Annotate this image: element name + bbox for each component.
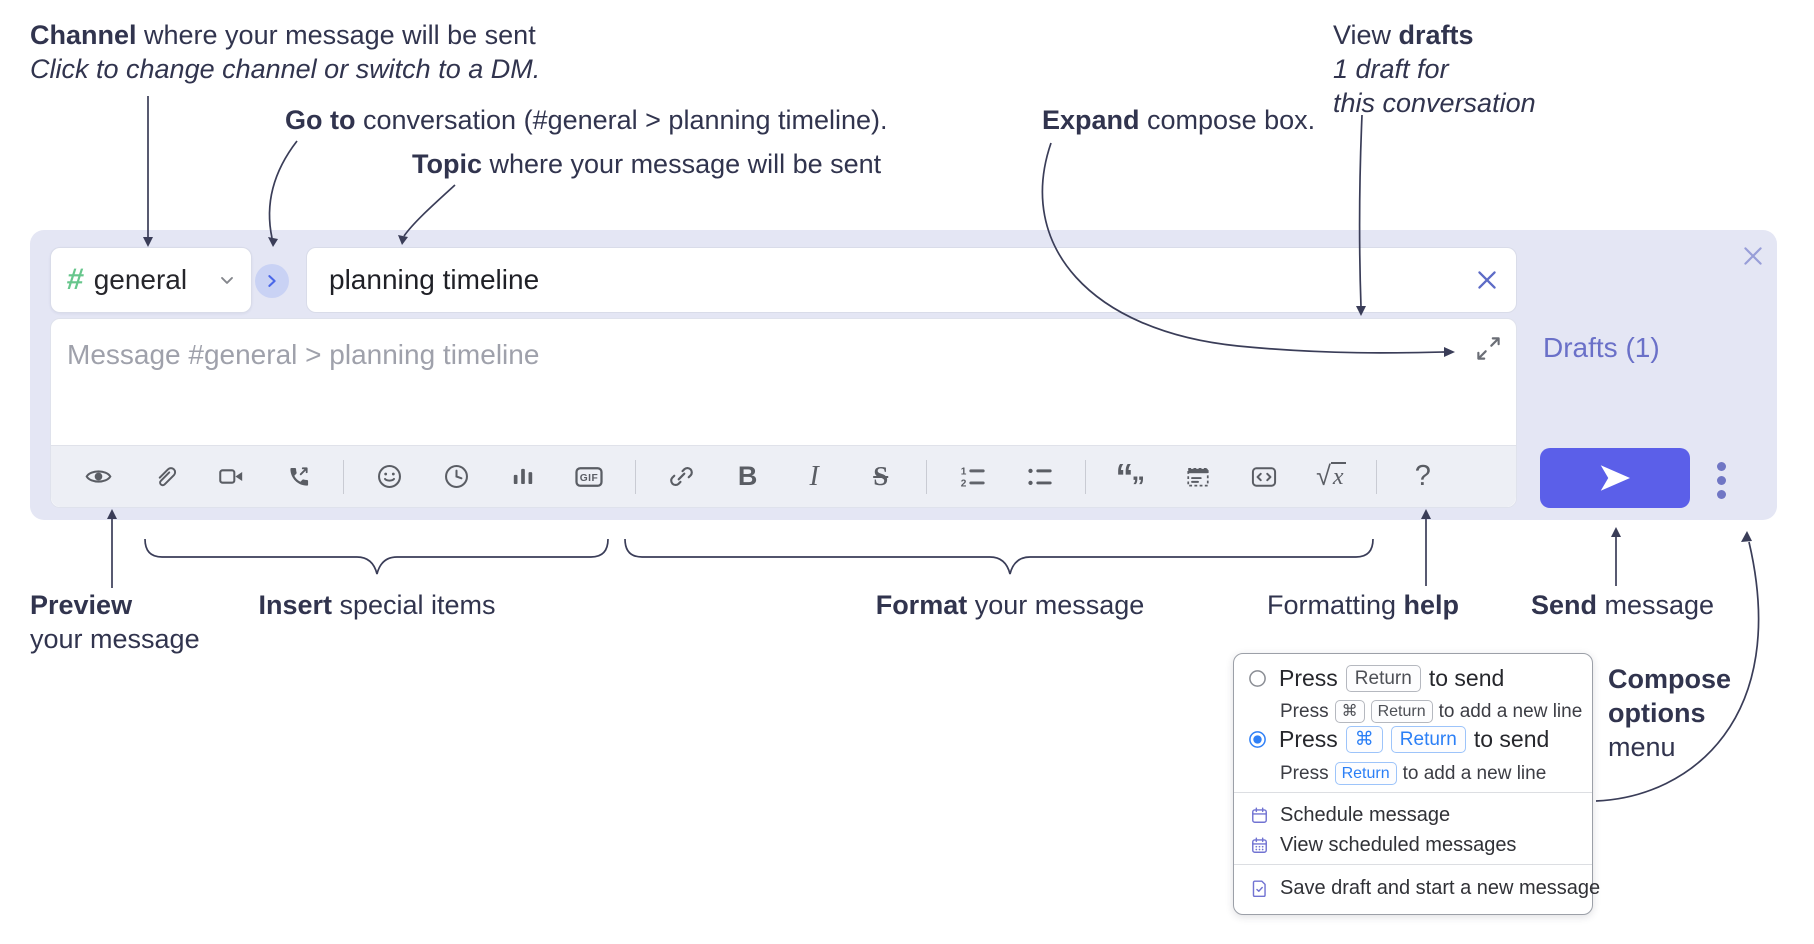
annotation-preview: Preview your message (30, 590, 200, 654)
option-return-subtext: Press ⌘ Return to add a new line (1280, 700, 1583, 723)
radio-selected-icon (1249, 731, 1266, 748)
topic-input[interactable]: planning timeline (306, 247, 1517, 313)
bold-button[interactable]: B (737, 461, 758, 491)
dot (1717, 490, 1726, 499)
dot (1717, 462, 1726, 471)
voice-call-button[interactable] (277, 456, 319, 498)
annotation-expand: Expand compose box. (1042, 105, 1316, 135)
add-global-time-button[interactable] (435, 456, 477, 498)
emoji-button[interactable] (369, 456, 411, 498)
dot (1717, 476, 1726, 485)
annotation-view-drafts: View drafts 1 draft for this conversatio… (1333, 20, 1536, 118)
calendar-icon (1250, 806, 1269, 825)
save-draft-icon (1250, 879, 1269, 898)
preview-button[interactable] (77, 456, 119, 498)
smiley-icon (378, 465, 402, 488)
message-placeholder: Message #general > planning timeline (67, 339, 540, 370)
numbered-list-icon: 12 (961, 467, 985, 490)
eye-icon (85, 470, 111, 483)
annotation-formatting-help: Formatting help (1267, 590, 1460, 620)
svg-text:2: 2 (961, 479, 967, 490)
math-button[interactable]: √x (1316, 461, 1346, 491)
compose-options-popup: Press Return to send Press ⌘ Return to a… (1233, 653, 1600, 915)
toolbar-divider (1084, 459, 1086, 494)
italic-button[interactable]: I (809, 460, 819, 492)
compose-options-menu-button[interactable] (1717, 462, 1726, 499)
clear-topic-icon[interactable] (1474, 267, 1500, 293)
svg-text:GIF: GIF (580, 473, 599, 484)
add-poll-button[interactable] (502, 456, 544, 498)
popup-divider (1234, 792, 1592, 793)
spoiler-icon (1187, 467, 1209, 487)
formatting-help-button[interactable]: ? (1414, 460, 1431, 492)
send-icon (1600, 465, 1630, 491)
clock-icon (444, 465, 468, 488)
bulleted-list-button[interactable] (1018, 456, 1060, 498)
bulleted-list-icon (1028, 468, 1052, 486)
spoiler-button[interactable] (1177, 456, 1219, 498)
menu-item-schedule-message[interactable]: Schedule message (1250, 800, 1450, 830)
annotation-topic: Topic where your message will be sent (412, 149, 882, 179)
radio-unselected-icon (1249, 670, 1266, 687)
annotation-send: Send message (1531, 590, 1715, 620)
annotation-goto: Go to conversation (#general > planning … (285, 105, 888, 135)
menu-item-view-scheduled[interactable]: View scheduled messages (1250, 830, 1516, 860)
code-button[interactable] (1243, 456, 1285, 498)
message-textarea[interactable]: Message #general > planning timeline (50, 318, 1517, 508)
channel-picker[interactable]: # general (50, 247, 252, 313)
topic-value: planning timeline (329, 264, 540, 295)
send-button[interactable] (1540, 448, 1690, 508)
popup-divider (1234, 864, 1592, 865)
paperclip-icon (158, 466, 176, 486)
menu-item-save-draft[interactable]: Save draft and start a new message (1250, 872, 1600, 904)
attach-file-button[interactable] (144, 456, 186, 498)
annotation-format: Format your message (875, 590, 1145, 620)
link-icon (669, 466, 693, 487)
toolbar-divider (634, 459, 636, 494)
option-cmd-return-to-send[interactable]: Press ⌘ Return to send (1248, 726, 1549, 753)
go-to-conversation-button[interactable] (255, 264, 289, 298)
option-return-to-send[interactable]: Press Return to send (1248, 665, 1504, 692)
quote-button[interactable]: “” (1115, 455, 1146, 501)
close-compose-icon[interactable] (1740, 243, 1766, 269)
annotation-compose-options: Compose options menu (1608, 664, 1732, 762)
expand-compose-icon[interactable] (1475, 335, 1502, 362)
gif-icon: GIF (575, 466, 603, 487)
toolbar-divider (1376, 459, 1378, 494)
compose-box: # general planning timeline Message #gen… (30, 230, 1777, 520)
annotation-insert: Insert special items (258, 590, 496, 620)
video-camera-icon (218, 469, 242, 484)
toolbar-divider (343, 459, 345, 494)
chevron-down-icon (217, 270, 237, 290)
svg-text:1: 1 (961, 467, 967, 478)
video-call-button[interactable] (210, 456, 252, 498)
channel-hash-icon: # (65, 263, 86, 296)
strikethrough-button[interactable]: S (873, 461, 889, 491)
drafts-link[interactable]: Drafts (1) (1543, 332, 1660, 363)
link-button[interactable] (660, 456, 702, 498)
add-gif-button[interactable]: GIF (568, 456, 610, 498)
code-icon (1252, 466, 1277, 487)
annotation-channel: Channel where your message will be sent … (30, 20, 541, 84)
phone-call-icon (289, 466, 308, 486)
toolbar-divider (926, 459, 928, 494)
calendar-days-icon (1250, 836, 1269, 855)
channel-name: general (93, 264, 188, 295)
bar-chart-icon (513, 468, 532, 484)
option-cmd-return-subtext: Press Return to add a new line (1280, 762, 1547, 785)
chevron-right-icon (268, 275, 276, 287)
